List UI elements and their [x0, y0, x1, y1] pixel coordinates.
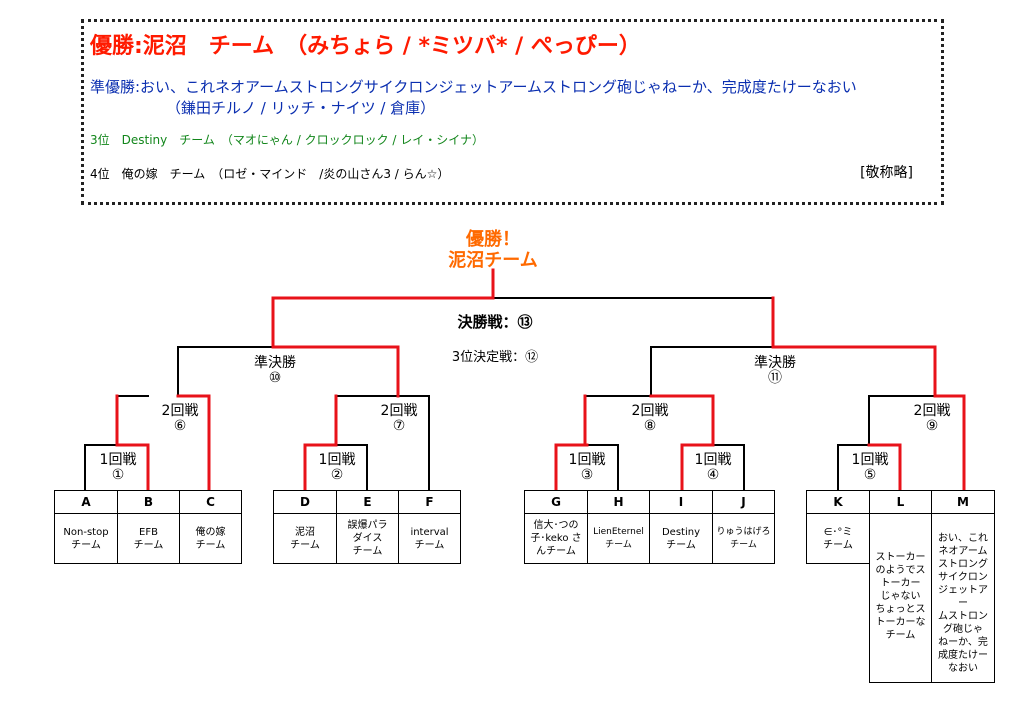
team-h-name: LienEternel チーム [593, 527, 644, 550]
bracket-winner-lines [115, 268, 966, 492]
team-e-letter: E [336, 490, 399, 514]
round2-match7-label: 2回戦 ⑦ [380, 403, 418, 434]
team-b-letter: B [117, 490, 180, 514]
team-h-cell: LienEternel チーム [587, 513, 650, 564]
team-k-cell: ∈･°ミ チーム [806, 513, 870, 564]
team-h-letter: H [587, 490, 650, 514]
round1-match2-label: 1回戦 ② [318, 452, 356, 483]
round1-match4-label: 1回戦 ④ [694, 452, 732, 483]
team-m-name: おい、これ ネオアーム ストロング サイクロン ジェットアー ムストロン グ砲じ… [938, 533, 988, 674]
team-b-name: EFB チーム [133, 527, 164, 551]
team-j-name: りゅうはげろ チーム [716, 527, 771, 550]
team-c-cell: 俺の嫁 チーム [179, 513, 242, 564]
round1-match1-label: 1回戦 ① [99, 452, 137, 483]
team-j-letter: J [712, 490, 775, 514]
team-l-letter: L [869, 490, 932, 514]
winner-banner-line1: 優勝！ [466, 229, 520, 250]
third-place-result: 3位 Destiny チーム （マオにゃん / クロックロック / レイ・シイナ… [90, 133, 485, 147]
team-f-letter: F [398, 490, 461, 514]
team-d-name: 泥沼 チーム [290, 527, 320, 551]
final-match-label: 決勝戦：⑬ [457, 313, 533, 331]
team-c-name: 俺の嫁 チーム [195, 527, 226, 551]
team-c-letter: C [179, 490, 242, 514]
fourth-place-result: 4位 俺の嫁 チーム （ロゼ・マインド /炎の山さん3 / らん☆） [90, 167, 450, 181]
runner-up-result: 準優勝:おい、これネオアームストロングサイクロンジェットアームストロング砲じゃね… [90, 78, 857, 96]
team-b-cell: EFB チーム [117, 513, 180, 564]
round1-match3-label: 1回戦 ③ [568, 452, 606, 483]
team-e-name: 誤爆パラ ダイス チーム [347, 520, 388, 557]
runner-up-members: （鎌田チルノ / リッチ・ナイツ / 倉庫） [166, 99, 436, 117]
team-i-letter: I [649, 490, 713, 514]
team-j-cell: りゅうはげろ チーム [712, 513, 775, 564]
team-d-cell: 泥沼 チーム [273, 513, 337, 564]
team-a-cell: Non-stop チーム [54, 513, 118, 564]
third-place-match-label: 3位決定戦：⑫ [451, 350, 539, 365]
champion-result: 優勝:泥沼 チーム （みちょら / *ミツバ* / ぺっぴー） [90, 34, 641, 59]
team-k-letter: K [806, 490, 870, 514]
team-f-name: interval チーム [410, 527, 449, 551]
team-g-cell: 信大･つの 子･keko さ んチーム [524, 513, 588, 564]
semifinal-left-label: 準決勝 ⑩ [254, 355, 296, 386]
round1-match5-label: 1回戦 ⑤ [851, 452, 889, 483]
semifinal-right-label: 準決勝 ⑪ [754, 355, 796, 386]
team-l-name: ストーカー のようでス トーカー じゃない ちょっとス トーカーな チーム [875, 552, 926, 641]
team-g-letter: G [524, 490, 588, 514]
team-e-cell: 誤爆パラ ダイス チーム [336, 513, 399, 564]
team-i-cell: Destiny チーム [649, 513, 713, 564]
team-g-name: 信大･つの 子･keko さ んチーム [530, 520, 582, 557]
team-m-cell: おい、これ ネオアーム ストロング サイクロン ジェットアー ムストロン グ砲じ… [931, 513, 995, 683]
team-a-name: Non-stop チーム [63, 527, 109, 551]
honorific-note: [敬称略] [860, 165, 913, 181]
round2-match9-label: 2回戦 ⑨ [913, 403, 951, 434]
team-f-cell: interval チーム [398, 513, 461, 564]
winner-banner-line2: 泥沼チーム [448, 250, 538, 271]
winner-banner: 優勝！ 泥沼チーム [418, 229, 568, 271]
round2-match6-label: 2回戦 ⑥ [161, 403, 199, 434]
team-m-letter: M [931, 490, 995, 514]
team-d-letter: D [273, 490, 337, 514]
round2-match8-label: 2回戦 ⑧ [631, 403, 669, 434]
bracket-black-lines [84, 297, 936, 491]
results-box: 優勝:泥沼 チーム （みちょら / *ミツバ* / ぺっぴー） 準優勝:おい、こ… [81, 19, 944, 205]
team-l-cell: ストーカー のようでス トーカー じゃない ちょっとス トーカーな チーム [869, 513, 932, 683]
team-k-name: ∈･°ミ チーム [823, 527, 853, 551]
team-i-name: Destiny チーム [661, 527, 701, 551]
team-a-letter: A [54, 490, 118, 514]
